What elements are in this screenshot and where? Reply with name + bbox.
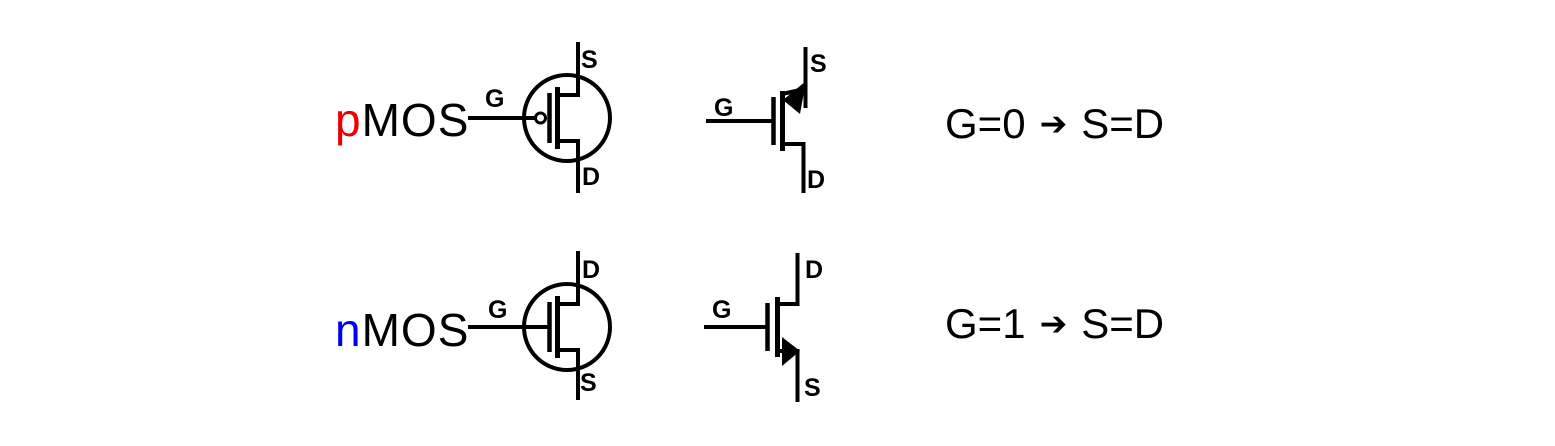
gate-terminal-label: G — [714, 94, 733, 122]
nmos-rule-condition: G=1 — [945, 300, 1026, 347]
drain-wire — [782, 142, 806, 193]
right-arrow-icon: ➔ — [1039, 104, 1068, 143]
source-terminal-label: S — [804, 374, 821, 402]
pmos-rule: G=0 ➔ S=D — [945, 103, 1164, 148]
pmos-simple-symbol: G S D — [706, 47, 827, 194]
transistor-body-circle — [522, 73, 612, 163]
source-terminal-label: S — [810, 50, 827, 78]
drain-wire — [557, 251, 580, 306]
source-wire — [557, 42, 580, 97]
drain-terminal-label: D — [582, 256, 600, 284]
pmos-label-rest: MOS — [361, 94, 470, 146]
nmos-detailed-symbol: G D S — [468, 251, 612, 400]
source-arrow-icon — [782, 337, 800, 366]
gate-terminal-label: G — [712, 296, 731, 324]
nmos-rule-result: S=D — [1081, 300, 1165, 347]
gate-terminal-label: G — [488, 296, 507, 324]
source-arrow-icon — [783, 81, 806, 114]
source-terminal-label: S — [580, 369, 597, 397]
drain-wire — [557, 139, 580, 193]
drain-wire — [777, 253, 800, 306]
inversion-bubble-icon — [534, 111, 547, 125]
pmos-rule-condition: G=0 — [945, 100, 1026, 147]
drain-terminal-label: D — [582, 163, 600, 191]
pmos-label: pMOS — [335, 97, 469, 143]
transistor-body-circle — [522, 282, 612, 372]
drain-terminal-label: D — [807, 166, 825, 194]
nmos-label: nMOS — [335, 307, 469, 353]
gate-terminal-label: G — [485, 85, 504, 113]
nmos-rule: G=1 ➔ S=D — [945, 303, 1164, 348]
nmos-label-prefix: n — [335, 304, 362, 356]
right-arrow-icon: ➔ — [1039, 304, 1068, 343]
nmos-label-rest: MOS — [361, 304, 470, 356]
nmos-simple-symbol: G D S — [704, 253, 823, 402]
source-terminal-label: S — [581, 46, 598, 74]
source-wire — [557, 348, 580, 400]
pmos-detailed-symbol: G S D — [468, 42, 612, 193]
drain-terminal-label: D — [805, 256, 823, 284]
pmos-label-prefix: p — [335, 94, 362, 146]
pmos-rule-result: S=D — [1081, 100, 1165, 147]
